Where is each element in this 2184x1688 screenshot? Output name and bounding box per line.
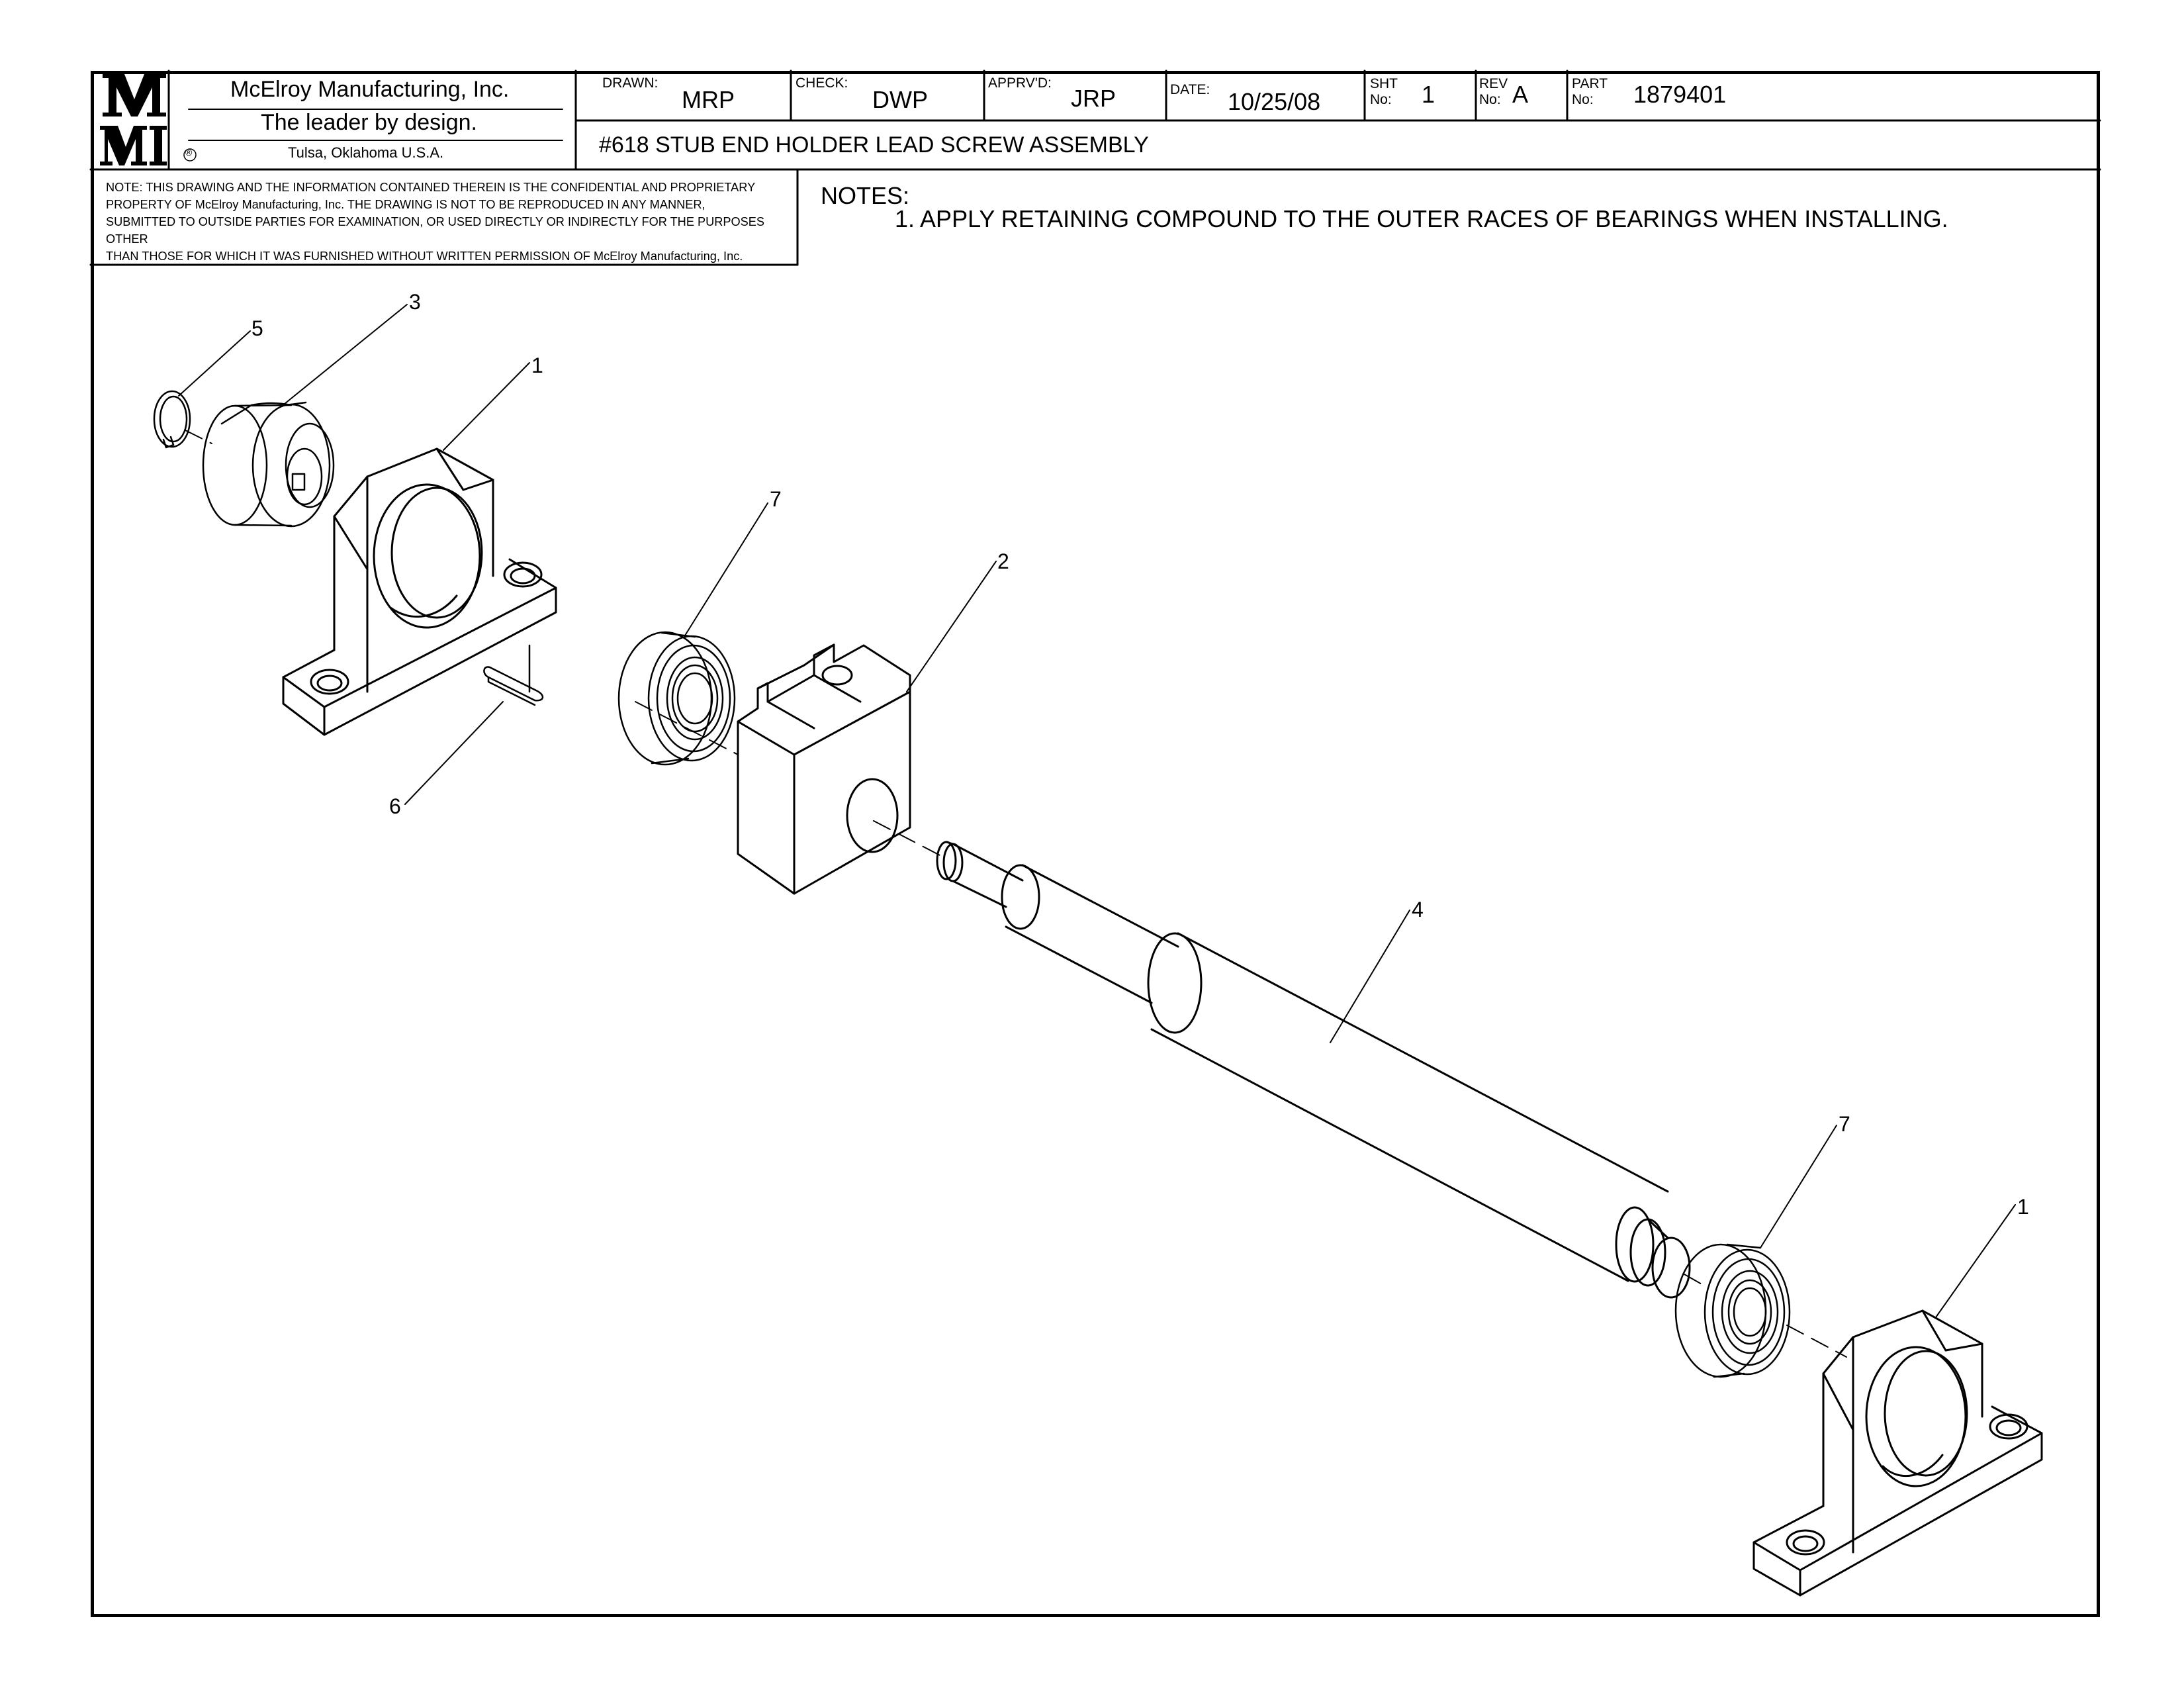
balloon-2: 2 <box>997 549 1009 573</box>
rev-value: A <box>1512 81 1529 108</box>
date-value: 10/25/08 <box>1228 88 1321 115</box>
confidential-line-1: NOTE: THIS DRAWING AND THE INFORMATION C… <box>106 181 756 194</box>
balloon-6: 6 <box>389 794 401 818</box>
assembly-centerlines <box>185 430 1847 1358</box>
part-1-pillow-block-top <box>282 447 557 736</box>
drawing-sheet-border <box>91 71 2100 1617</box>
balloon-1-top: 1 <box>531 353 543 377</box>
rev-label: REV <box>1479 76 1508 91</box>
rev-no-label: No: <box>1479 92 1501 107</box>
confidential-line-3: SUBMITTED TO OUTSIDE PARTIES FOR EXAMINA… <box>106 215 765 246</box>
sht-value: 1 <box>1422 81 1435 108</box>
notes-heading: NOTES: <box>821 182 910 209</box>
drawing-title: #618 STUB END HOLDER LEAD SCREW ASSEMBLY <box>599 132 1149 158</box>
balloon-5: 5 <box>251 316 263 340</box>
company-name: McElroy Manufacturing, Inc. <box>230 77 510 102</box>
balloon-7-bottom: 7 <box>1839 1112 1850 1136</box>
part-3-hub <box>202 401 335 528</box>
confidential-line-4: THAN THOSE FOR WHICH IT WAS FURNISHED WI… <box>106 250 743 263</box>
title-block-grid <box>89 70 2101 266</box>
mmi-logo-shapes <box>100 74 167 165</box>
note-item-1: 1. APPLY RETAINING COMPOUND TO THE OUTER… <box>895 205 1948 232</box>
apprvd-value: JRP <box>1071 85 1116 112</box>
balloon-7-top: 7 <box>770 487 782 511</box>
check-label: CHECK: <box>796 75 848 91</box>
part-7-bearing-top <box>617 631 736 766</box>
mmi-logo: MMMI <box>0 0 1 1</box>
part-4-lead-screw <box>936 841 1691 1299</box>
drawn-value: MRP <box>682 86 735 113</box>
logo-letter-m1: M <box>0 0 1 1</box>
part-6-key <box>483 644 544 706</box>
drawn-label: DRAWN: <box>602 75 659 91</box>
apprvd-label: APPRV'D: <box>988 75 1052 91</box>
part-number: 1879401 <box>1633 81 1727 108</box>
part-2-end-holder <box>737 643 911 895</box>
sht-label: SHT <box>1370 76 1398 91</box>
registered-mark: ® <box>185 147 193 158</box>
part-no-label: No: <box>1572 92 1594 107</box>
balloon-4: 4 <box>1412 898 1424 921</box>
confidential-note: NOTE: THIS DRAWING AND THE INFORMATION C… <box>106 179 794 265</box>
part-7-bearing-bottom <box>1674 1243 1791 1378</box>
sht-no-label: No: <box>1370 92 1392 107</box>
company-location: Tulsa, Oklahoma U.S.A. <box>288 144 444 161</box>
part-5-retaining-ring <box>153 390 191 449</box>
balloon-1-bottom: 1 <box>2017 1195 2029 1219</box>
check-value: DWP <box>872 86 928 113</box>
company-slogan: The leader by design. <box>261 110 477 135</box>
registered-mark-circle <box>183 148 197 162</box>
part-1-pillow-block-bottom <box>1752 1309 2043 1597</box>
date-label: DATE: <box>1170 82 1210 97</box>
balloon-3: 3 <box>409 290 421 314</box>
balloon-leaders <box>178 304 2016 1318</box>
confidential-line-2: PROPERTY OF McElroy Manufacturing, Inc. … <box>106 198 705 211</box>
part-label: PART <box>1572 76 1608 91</box>
